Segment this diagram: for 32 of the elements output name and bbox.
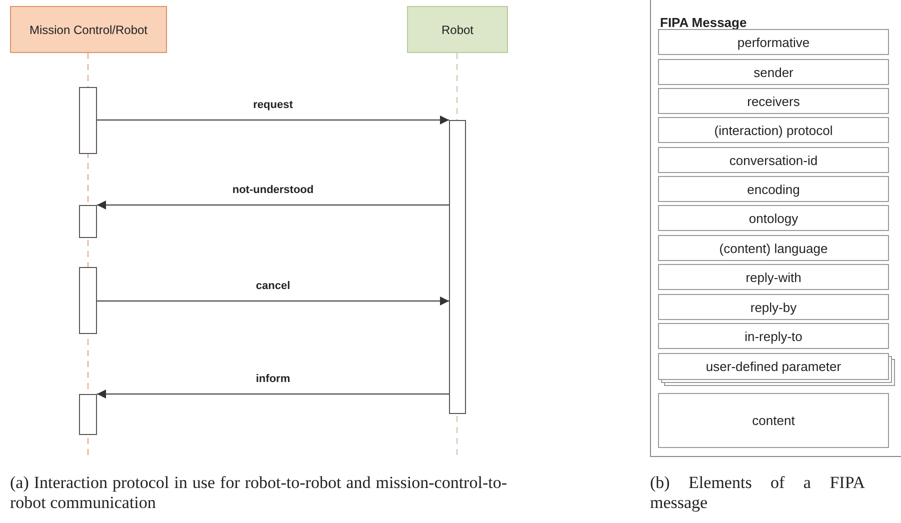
message-panel [650,0,901,457]
message-label: not-understood [231,184,315,196]
message-label: cancel [254,280,292,292]
field-box: (interaction) protocol [658,117,889,143]
field-box: reply-by [658,294,889,320]
field-box: conversation-id [658,147,889,173]
activation-bar [79,87,97,154]
field-box: ontology [658,205,889,231]
field-box: receivers [658,88,889,114]
field-box: performative [658,29,889,55]
activation-bar [79,205,97,238]
field-box: content [658,393,889,448]
activation-bar [449,120,466,414]
participant-box: Mission Control/Robot [10,6,167,53]
activation-bar [79,394,97,435]
activation-bar [79,267,97,334]
message-arrow [97,390,449,398]
field-box: reply-with [658,264,889,290]
message-label: inform [254,373,292,385]
message-arrow [97,200,449,210]
message-label: request [252,99,294,111]
field-box: in-reply-to [658,323,889,349]
message-arrow [97,116,449,124]
participant-box: Robot [407,6,508,53]
field-box: sender [658,59,889,85]
stacked-field-box: user-defined parameter [658,353,895,386]
figure-caption: (b) Elements of a FIPA message [650,473,865,513]
field-box: encoding [658,176,889,202]
figure-caption: (a) Interaction protocol in use for robot-to-robot and mission-control-to-robot communication [10,473,507,513]
message-arrow [97,296,449,306]
panel-title: FIPA Message [660,15,747,30]
field-box: (content) language [658,235,889,261]
